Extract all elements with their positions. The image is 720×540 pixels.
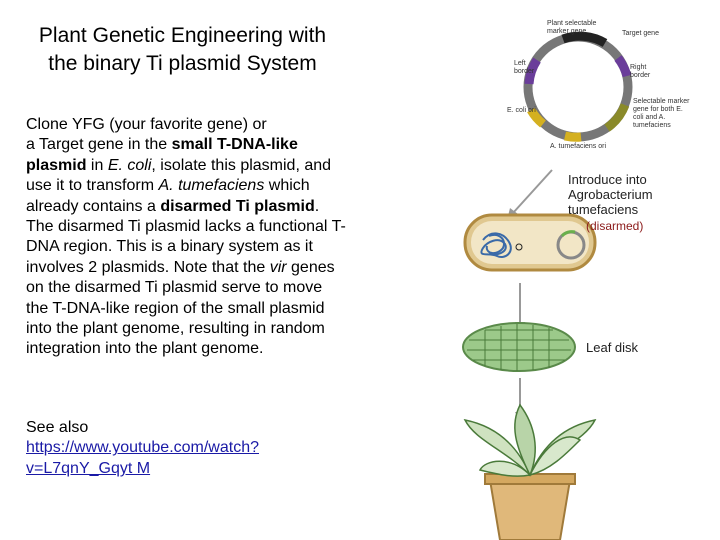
label-right-border: Right border xyxy=(630,64,651,79)
agrobacterium-cell-icon xyxy=(463,213,597,272)
text-segment: . The disarmed Ti plasmid lacks a functi… xyxy=(26,197,346,276)
text-segment: genes on the disarmed Ti plasmid serve t… xyxy=(26,258,335,358)
emphasis-atumefaciens: A. tumefaciens xyxy=(158,177,265,195)
text-segment: in xyxy=(86,156,108,174)
label-disarmed: (disarmed) xyxy=(586,219,644,233)
see-also-label: See also xyxy=(26,419,89,436)
label-ecoli-ori: E. coli ori xyxy=(507,107,536,114)
text-intro: Clone YFG (your favorite gene) or xyxy=(26,116,267,133)
label-leaf-disk: Leaf disk xyxy=(586,340,639,355)
label-selectable-marker: Selectable marker gene for both E. coli … xyxy=(633,98,690,129)
label-atumefaciens-ori: A. tumefaciens ori xyxy=(550,143,607,150)
page-title: Plant Genetic Engineering with the binar… xyxy=(10,22,355,78)
label-introduce: Introduce into Agrobacterium tumefaciens xyxy=(568,172,653,217)
binary-vector-figure: Plant selectable marker gene Target gene… xyxy=(455,0,720,540)
label-left-border: Left border xyxy=(514,60,535,75)
text-segment: which already contains a xyxy=(26,177,310,215)
leaf-disk-icon xyxy=(462,322,576,372)
youtube-link[interactable]: https://www.youtube.com/watch?v=L7qnY_Gq… xyxy=(26,439,259,477)
text-segment: , isolate this plasmid, and use it to tr… xyxy=(26,156,332,195)
emphasis-disarmed-ti: disarmed Ti plasmid xyxy=(160,197,315,215)
see-also-block: See also https://www.youtube.com/watch?v… xyxy=(26,418,346,479)
emphasis-ecoli: E. coli xyxy=(107,156,152,174)
potted-plant-icon xyxy=(463,403,597,540)
emphasis-vir: vir xyxy=(269,258,287,276)
label-target-gene: Target gene xyxy=(622,30,659,37)
title-line-2: the binary Ti plasmid System xyxy=(48,52,317,75)
description-paragraph: Clone YFG (your favorite gene) or a Targ… xyxy=(26,115,346,360)
label-plant-selectable: Plant selectable marker gene xyxy=(547,20,597,35)
figure-illustration xyxy=(462,31,633,540)
emphasis-small-plasmid: small T-DNA-like plasmid xyxy=(26,136,298,174)
title-line-1: Plant Genetic Engineering with xyxy=(38,24,327,47)
arrow-down-icon xyxy=(507,169,553,220)
text-segment: a Target gene in the xyxy=(26,136,172,154)
plasmid-icon xyxy=(523,31,633,142)
